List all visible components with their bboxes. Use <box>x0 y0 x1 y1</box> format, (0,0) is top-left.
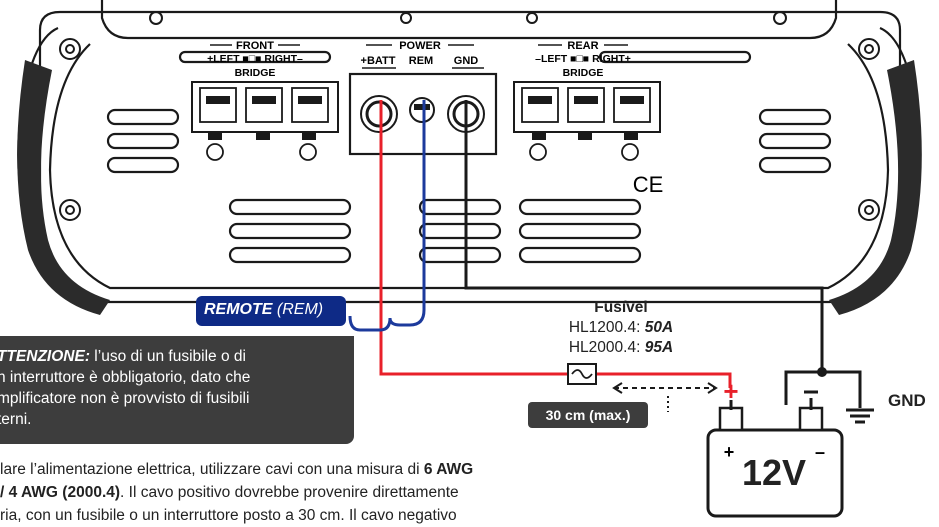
ground-label: GND <box>888 391 926 410</box>
battery-plus-sign: + <box>724 442 735 462</box>
front-channels: +LEFT ■□■ RIGHT– <box>207 53 303 65</box>
instructions-line3: ria, con un fusibile o un interruttore p… <box>0 507 457 524</box>
fuse-value-2: 95A <box>644 339 674 356</box>
mounting-screws <box>59 11 880 221</box>
ce-mark: CE <box>633 172 664 197</box>
fuse-model-1: HL1200.4: <box>568 319 645 336</box>
callout-bold: TTENZIONE: <box>0 348 90 365</box>
ground-junction <box>817 367 827 377</box>
distance-tag: 30 cm (max.) <box>528 402 648 428</box>
distance-arrow <box>612 382 718 412</box>
side-rail-right <box>829 60 922 315</box>
rem-label: REM <box>409 55 433 67</box>
callout-line2: n interruttore è obbligatorio, dato che <box>0 369 251 386</box>
side-rail-left <box>17 60 110 315</box>
battery-voltage: 12V <box>742 452 807 493</box>
remote-tag-bold: REMOTE <box>204 301 273 318</box>
power-header: POWER <box>399 40 441 52</box>
fuse-label: Fusível HL1200.4: 50A HL2000.4: 95A <box>536 298 706 358</box>
front-header: FRONT <box>236 40 274 52</box>
fuse-model-2: HL2000.4: <box>568 339 645 356</box>
callout-line1: l’uso di un fusibile o di <box>90 348 246 365</box>
batt-label: +BATT <box>361 55 396 67</box>
rear-bridge: BRIDGE <box>563 67 604 79</box>
positive-wire <box>379 100 732 388</box>
remote-wire <box>348 100 426 332</box>
gnd-terminal-label: GND <box>454 55 479 67</box>
fuse-title: Fusível <box>594 299 648 316</box>
remote-tag-rest: (REM) <box>272 301 324 318</box>
battery: + – <box>706 390 844 518</box>
front-speaker-terminals: FRONT +LEFT ■□■ RIGHT– BRIDGE <box>191 40 339 161</box>
fuse-symbol <box>567 363 597 385</box>
instructions-line1-bold: 6 AWG <box>423 461 474 478</box>
rear-header: REAR <box>567 40 598 52</box>
fuse-value-1: 50A <box>644 319 674 336</box>
instructions-line2: . Il cavo positivo dovrebbe provenire di… <box>120 484 459 501</box>
callout-line3: mplificatore non è provvisto di fusibili <box>0 390 250 407</box>
rear-channels: –LEFT ■□■ RIGHT+ <box>535 53 631 65</box>
battery-positive-post-sign: + <box>723 376 738 406</box>
warning-callout: TTENZIONE: l’uso di un fusibile o di n i… <box>0 336 354 444</box>
callout-line4: terni. <box>0 411 32 428</box>
instructions-text: lare l’alimentazione elettrica, utilizza… <box>0 458 700 527</box>
rear-speaker-terminals: REAR –LEFT ■□■ RIGHT+ BRIDGE <box>513 40 661 161</box>
front-bridge: BRIDGE <box>235 67 276 79</box>
instructions-line1: lare l’alimentazione elettrica, utilizza… <box>0 461 424 478</box>
battery-minus-sign: – <box>815 442 825 462</box>
remote-tag: REMOTE (REM) <box>196 296 346 326</box>
instructions-line2-bold: / 4 AWG (2000.4) <box>0 484 121 501</box>
